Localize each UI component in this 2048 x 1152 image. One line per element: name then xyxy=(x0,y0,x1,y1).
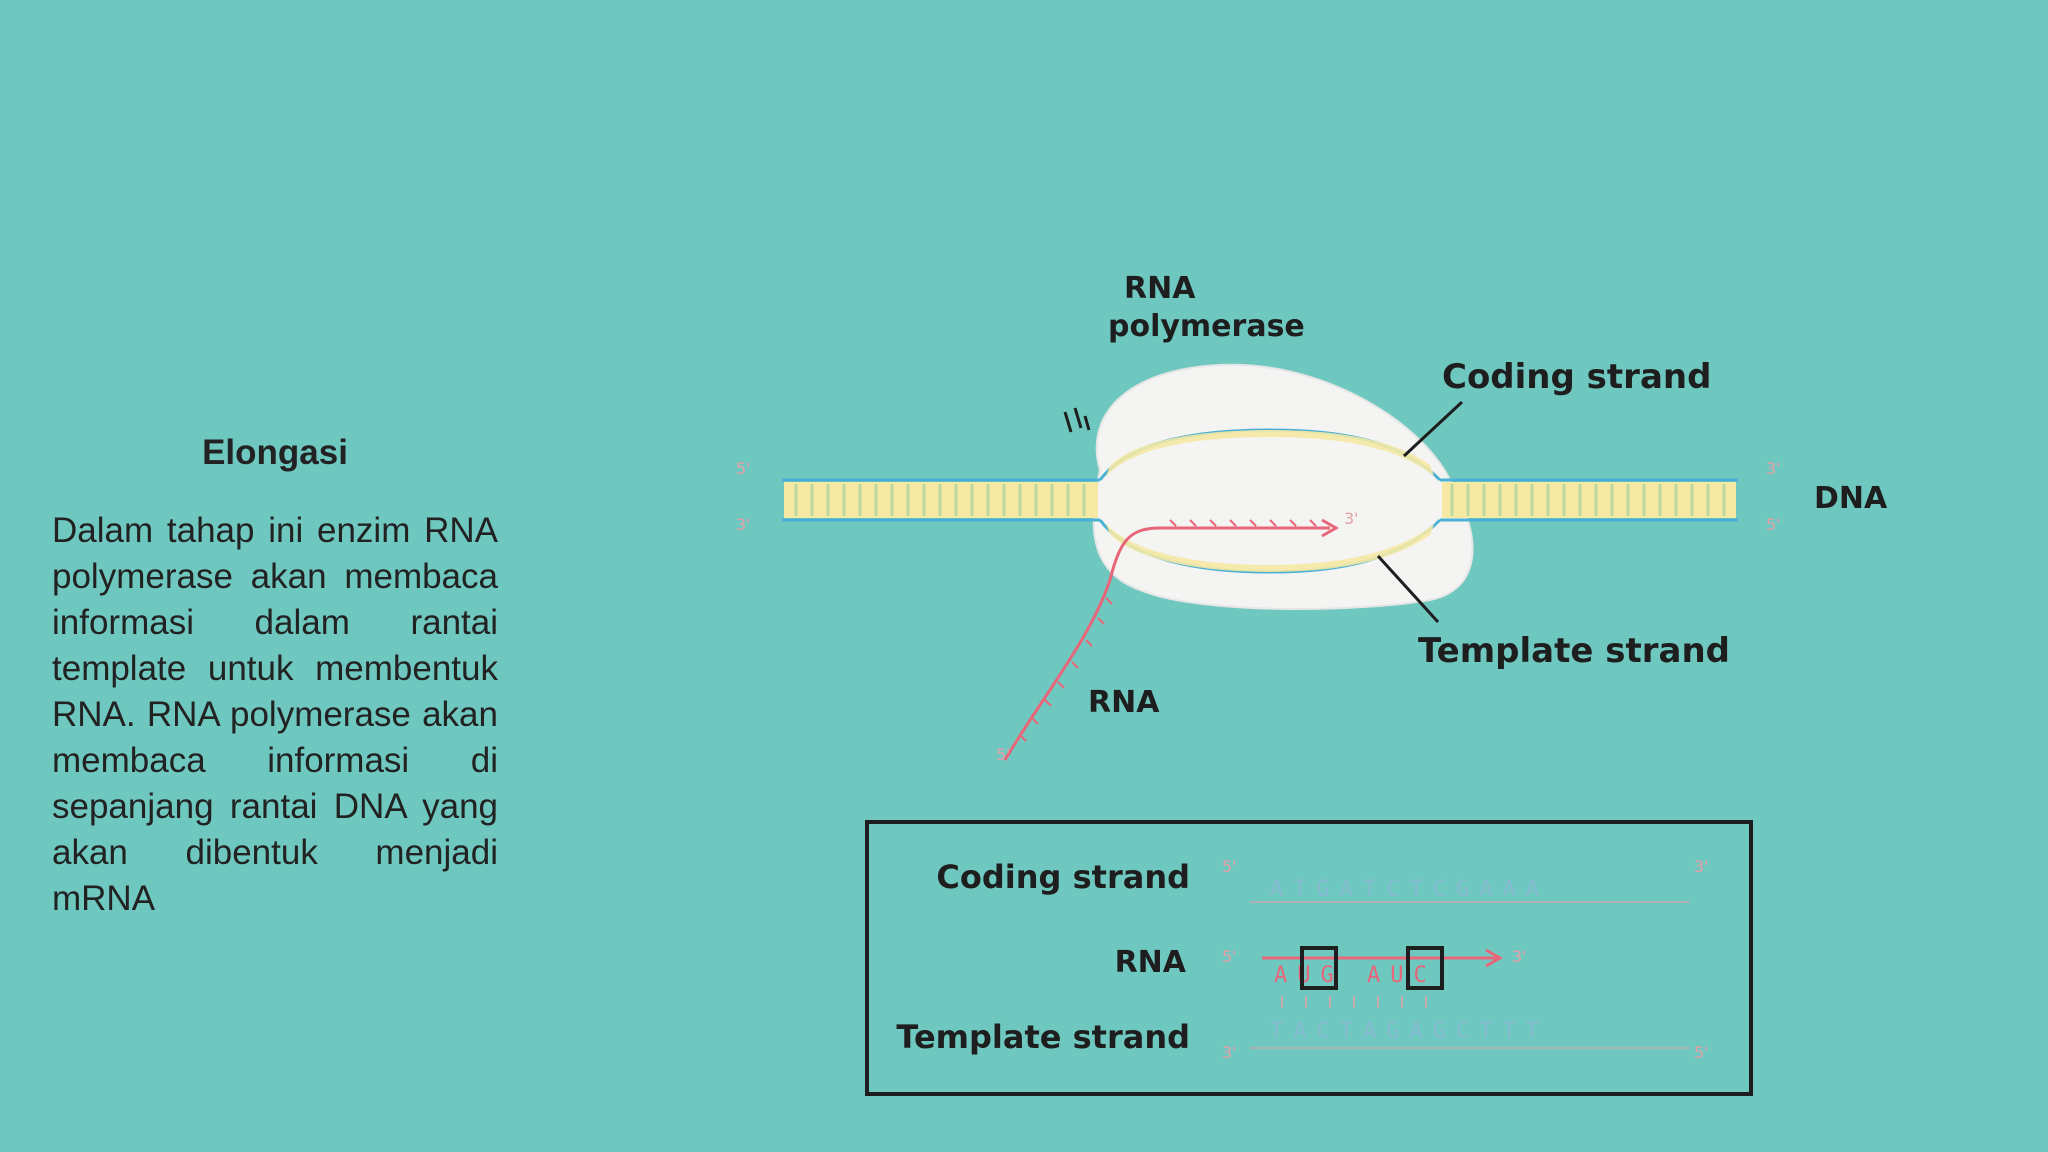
box-template-5prime: 5' xyxy=(1694,1043,1709,1062)
rna-5prime-end: 5' xyxy=(996,745,1011,764)
dna-right-3prime: 3' xyxy=(1766,459,1781,478)
template-sequence: TACTAGAGCTTT xyxy=(1270,1019,1549,1044)
bubble-template-strand xyxy=(1098,518,1442,574)
text-column: Elongasi Dalam tahap ini enzim RNA polym… xyxy=(52,432,498,922)
rna-3prime-end: 3' xyxy=(1344,509,1359,528)
bubble-coding-strand xyxy=(1098,428,1442,482)
box-rna-3prime: 3' xyxy=(1512,947,1527,966)
label-rna: RNA xyxy=(1088,685,1160,720)
box-coding-3prime: 3' xyxy=(1694,857,1709,876)
dna-left-3prime: 3' xyxy=(736,515,751,534)
dna-ladder-left xyxy=(782,478,1100,522)
rna-row-arrowhead xyxy=(1485,948,1504,968)
base-pair-ticks xyxy=(1281,996,1427,1008)
box-label-coding: Coding strand xyxy=(936,858,1190,896)
coding-sequence: ATGATCTCGAAA xyxy=(1270,877,1549,902)
dna-right-5prime: 5' xyxy=(1766,515,1781,534)
label-dna: DNA xyxy=(1814,481,1888,516)
slide-heading: Elongasi xyxy=(202,433,348,472)
codon-box-2 xyxy=(1406,946,1444,990)
rna-polymerase-blob xyxy=(1092,363,1474,610)
box-template-3prime: 3' xyxy=(1222,1043,1237,1062)
label-polymerase-2: polymerase xyxy=(1108,309,1305,344)
rna-sequence: AUG AUC xyxy=(1274,963,1437,988)
template-strand-pointer xyxy=(1376,554,1440,624)
codon-box-1 xyxy=(1300,946,1338,990)
box-coding-5prime: 5' xyxy=(1222,857,1237,876)
dna-ladder-right xyxy=(1440,478,1738,522)
sequence-box xyxy=(865,820,1753,1096)
rna-strand xyxy=(1003,407,1340,761)
label-polymerase-1: RNA xyxy=(1124,271,1196,306)
slide-paragraph: Dalam tahap ini enzim RNA polymerase aka… xyxy=(52,511,498,918)
coding-strand-pointer xyxy=(1402,400,1464,458)
box-label-rna: RNA xyxy=(1115,945,1187,980)
box-label-template: Template strand xyxy=(896,1018,1190,1056)
dna-left-5prime: 5' xyxy=(736,459,751,478)
label-coding-strand: Coding strand xyxy=(1442,357,1711,397)
motion-marks xyxy=(1063,407,1091,433)
label-template-strand: Template strand xyxy=(1418,631,1730,671)
box-rna-5prime: 5' xyxy=(1222,947,1237,966)
